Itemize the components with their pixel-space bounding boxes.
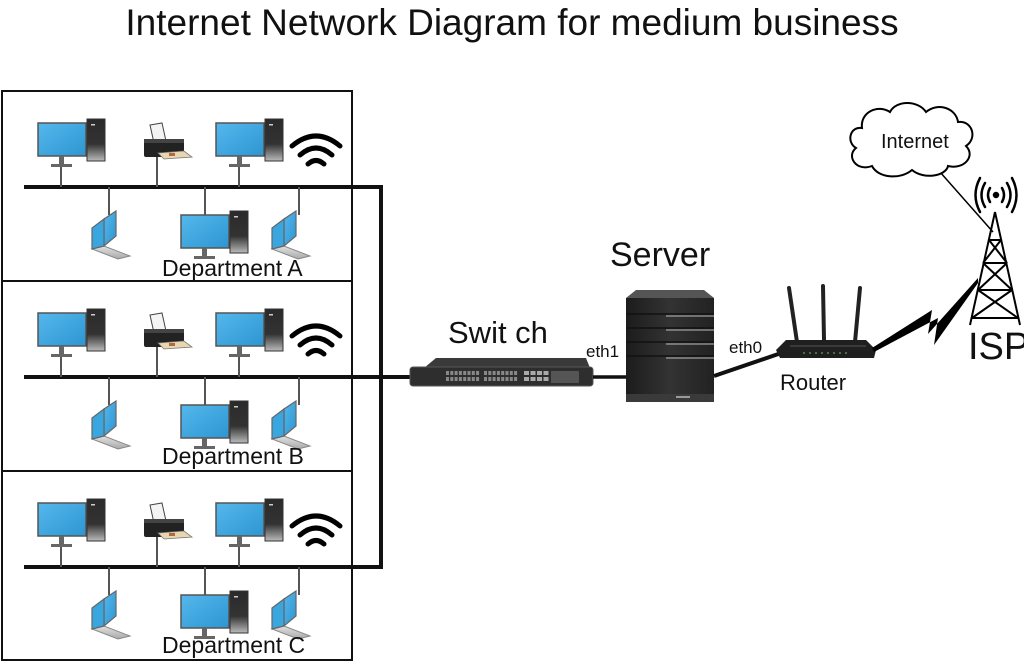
internet-cloud[interactable] — [849, 102, 974, 178]
switch-port — [509, 371, 513, 375]
laptop-icon[interactable] — [271, 210, 311, 260]
laptop-icon[interactable] — [91, 590, 131, 640]
department-network — [24, 308, 340, 450]
switch-device[interactable] — [409, 358, 594, 387]
switch-port — [509, 377, 513, 381]
printer-icon[interactable] — [143, 502, 193, 540]
desktop-icon[interactable] — [37, 118, 106, 168]
switch-port — [446, 377, 449, 381]
sfp-port — [530, 371, 536, 375]
switch-port — [467, 377, 471, 381]
sfp-port — [537, 371, 542, 375]
switch-port — [450, 371, 454, 375]
laptop-icon[interactable] — [271, 400, 311, 450]
switch-port — [514, 371, 518, 375]
desktop-icon[interactable] — [37, 308, 106, 358]
switch-port — [454, 371, 458, 375]
switch-port — [454, 377, 458, 381]
switch-port — [471, 377, 475, 381]
wireless-link — [872, 278, 978, 352]
switch-port — [484, 377, 487, 381]
switch-port — [496, 371, 500, 375]
router-label: Router — [780, 370, 847, 395]
department-a-label: Department A — [162, 255, 303, 281]
desktop-icon[interactable] — [37, 498, 106, 548]
switch-port — [505, 377, 509, 381]
wifi-icon[interactable] — [292, 136, 340, 164]
switch-port — [501, 377, 505, 381]
switch-port — [450, 377, 454, 381]
switch-port — [505, 371, 509, 375]
broadcast-signal-icon — [974, 176, 1018, 214]
department-b-label: Department B — [162, 443, 304, 469]
switch-port — [458, 371, 462, 375]
sfp-port — [530, 377, 536, 381]
sfp-port — [537, 377, 542, 381]
switch-port — [501, 371, 505, 375]
wifi-icon[interactable] — [292, 326, 340, 354]
eth1-port-label: eth1 — [586, 342, 620, 361]
switch-port — [484, 371, 487, 375]
eth0-port-label: eth0 — [729, 338, 763, 357]
laptop-icon[interactable] — [91, 400, 131, 450]
diagram-title: Internet Network Diagram for medium busi… — [125, 2, 899, 43]
desktop-icon[interactable] — [180, 210, 249, 260]
switch-port — [446, 371, 449, 375]
switch-port — [514, 377, 518, 381]
router-device[interactable] — [776, 284, 876, 358]
sfp-port — [524, 377, 529, 381]
server-to-router-cable — [713, 348, 791, 378]
switch-port — [496, 377, 500, 381]
sfp-port — [524, 371, 529, 375]
isp-label: ISP — [968, 326, 1024, 368]
switch-label: Swit ch — [448, 315, 548, 350]
department-c-label: Department C — [162, 632, 306, 658]
switch-port — [467, 371, 471, 375]
department-network — [24, 118, 340, 260]
switch-port — [458, 377, 462, 381]
printer-icon[interactable] — [143, 122, 193, 160]
desktop-icon[interactable] — [215, 498, 284, 548]
switch-port — [488, 377, 492, 381]
desktop-icon[interactable] — [215, 118, 284, 168]
switch-port — [471, 371, 475, 375]
switch-port — [463, 371, 467, 375]
switch-port — [488, 371, 492, 375]
switch-port — [492, 377, 496, 381]
internet-to-isp-link — [939, 171, 994, 233]
switch-port — [476, 371, 480, 375]
isp-tower[interactable] — [969, 211, 1021, 326]
desktop-icon[interactable] — [215, 308, 284, 358]
department-network — [24, 498, 340, 640]
switch-port — [492, 371, 496, 375]
switch-port — [476, 377, 480, 381]
wifi-icon[interactable] — [292, 516, 340, 544]
server-label: Server — [610, 236, 711, 274]
switch-port — [463, 377, 467, 381]
laptop-icon[interactable] — [91, 210, 131, 260]
printer-icon[interactable] — [143, 312, 193, 350]
internet-label: Internet — [881, 131, 949, 153]
sfp-port — [543, 377, 549, 381]
desktop-icon[interactable] — [180, 400, 249, 450]
server-device[interactable] — [626, 290, 714, 402]
sfp-port — [543, 371, 549, 375]
